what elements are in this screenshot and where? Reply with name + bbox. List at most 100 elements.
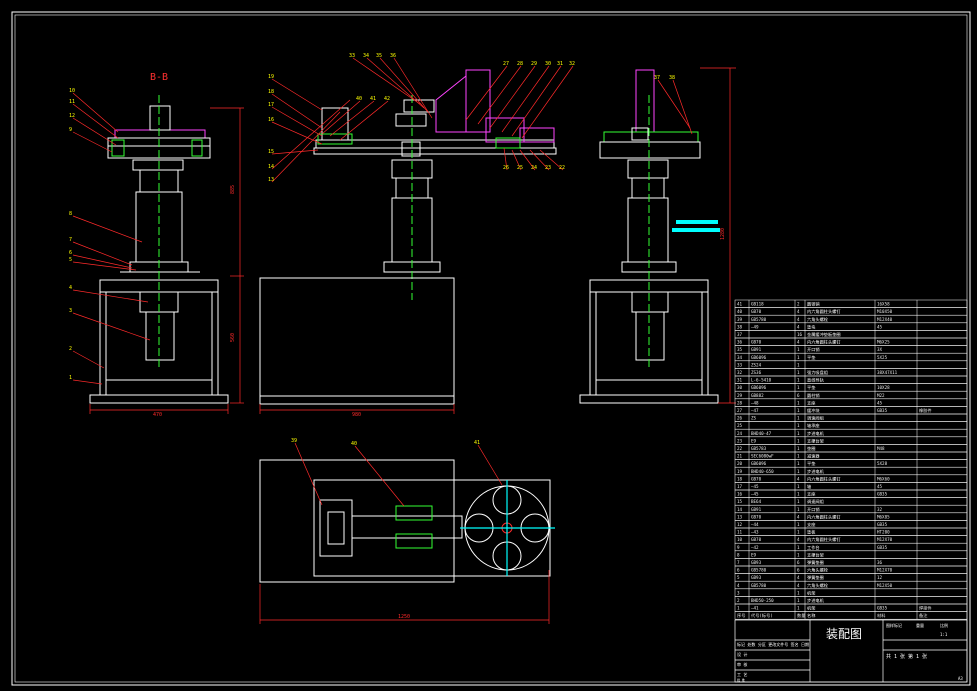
- part-balloon-label: 41: [370, 96, 376, 102]
- bom-cell: 26: [737, 416, 743, 421]
- bom-row: [734, 345, 968, 354]
- bom-cell: 内六角圆柱头螺钉: [807, 475, 841, 482]
- bom-cell: GB6096: [751, 385, 767, 390]
- balloon-leader: [72, 350, 105, 369]
- bom-cell: 内六角圆柱头螺钉: [807, 339, 841, 346]
- dim-front-width: 980: [352, 412, 361, 418]
- bom-cell: 4: [797, 309, 800, 314]
- bom-cell: ZS: [751, 416, 757, 421]
- bom-cell: 1: [797, 461, 800, 466]
- bom-cell: 41: [737, 302, 743, 307]
- section-label: B-B: [150, 72, 168, 83]
- bottom-dimensions: [259, 570, 550, 624]
- bom-cell: GB35: [877, 492, 888, 497]
- bom-cell: GB35: [877, 408, 888, 413]
- bom-cell: 37: [737, 332, 743, 337]
- bom-row: [734, 504, 968, 514]
- bom-row: [734, 542, 968, 552]
- bom-cell: GB70: [751, 340, 762, 345]
- bom-cell: 1: [797, 492, 800, 497]
- bom-cell: 10X28: [877, 385, 890, 390]
- bom-cell: 4: [797, 583, 800, 588]
- dim-bottom-width: 1250: [398, 614, 410, 620]
- bom-row: [734, 314, 968, 324]
- part-balloon-label: 28: [517, 61, 523, 67]
- bom-cell: 4: [797, 340, 800, 345]
- bom-cell: 12: [877, 575, 883, 580]
- bom-cell: ZS24: [751, 362, 762, 367]
- bom-cell: 支座: [807, 399, 815, 406]
- bom-cell: 1: [797, 507, 800, 512]
- balloon-leader: [321, 100, 361, 135]
- balloon-leader: [519, 149, 536, 171]
- bom-cell: 1: [797, 545, 800, 550]
- bom-cell: 4: [797, 317, 800, 322]
- bom-row: [734, 436, 968, 445]
- part-balloon-label: 34: [363, 53, 369, 59]
- bom-cell: 1: [797, 385, 800, 390]
- bom-cell: 1: [797, 431, 800, 436]
- balloon-leader: [354, 445, 405, 507]
- bom-cell: 18: [737, 476, 743, 481]
- part-balloon-label: 41: [474, 440, 480, 446]
- bom-row: [734, 482, 968, 491]
- balloon-leader: [501, 65, 550, 133]
- part-balloon-label: 19: [268, 74, 274, 80]
- balloon-leader: [72, 261, 137, 271]
- bom-row: [734, 352, 968, 362]
- bom-cell: 1: [797, 469, 800, 474]
- bom-cell: GB91: [751, 347, 762, 352]
- bom-cell: 平垫: [807, 460, 816, 467]
- bom-cell: BHD40-47: [751, 431, 772, 436]
- bom-cell: 36: [737, 340, 743, 345]
- bom-cell: BE64: [751, 499, 762, 504]
- bom-cell: —44: [751, 522, 759, 527]
- part-balloon-label: 32: [569, 61, 575, 67]
- bom-cell: GB35: [877, 606, 888, 611]
- part-balloon-label: 15: [268, 149, 274, 155]
- bom-row: [734, 307, 968, 316]
- bom-cell: 19: [737, 469, 743, 474]
- bom-cell: 垫板: [807, 529, 816, 536]
- bom-cell: GB35: [877, 545, 888, 550]
- bom-cell: GB35: [877, 522, 888, 527]
- bom-row: [734, 573, 968, 582]
- corner-mark: A3: [958, 676, 963, 681]
- part-balloon-label: 1: [69, 375, 72, 381]
- part-balloon-label: 6: [69, 250, 72, 256]
- bom-cell: 调速阀组: [807, 415, 824, 422]
- bom-cell: E9: [751, 438, 757, 443]
- bom-cell: 1: [797, 408, 800, 413]
- bom-row: [734, 368, 968, 377]
- bom-cell: 1: [797, 370, 800, 375]
- bom-cell: 30: [737, 385, 743, 390]
- bom-cell: 焊接件: [919, 605, 932, 612]
- bom-cell: 4: [797, 476, 800, 481]
- bom-cell: BHD50-250: [751, 598, 774, 603]
- dim-left-lower-height: 560: [230, 333, 236, 342]
- part-balloon-label: 25: [517, 165, 523, 171]
- bom-cell: 2: [797, 302, 800, 307]
- title-block-sheet-info: 共 1 张 第 1 张: [886, 653, 927, 660]
- bom-cell: 垫圈: [807, 445, 815, 452]
- bom-cell: GB70: [751, 309, 762, 314]
- part-balloon-label: 2: [69, 346, 72, 352]
- bom-row: [734, 497, 968, 506]
- part-balloon-label: 18: [268, 89, 274, 95]
- bom-row: [734, 474, 968, 483]
- bom-cell: 1: [797, 484, 800, 489]
- part-balloon-label: 42: [384, 96, 390, 102]
- bom-cell: 1: [797, 590, 800, 595]
- bom-cell: 内六角圆柱头螺钉: [807, 308, 841, 315]
- title-block-row-5: 批 准: [737, 677, 745, 682]
- bom-cell: 8: [737, 552, 740, 557]
- bom-cell: 步进电机: [807, 430, 825, 437]
- balloon-leader: [489, 65, 536, 129]
- bom-cell: 23: [737, 438, 743, 443]
- bom-cell: 6: [797, 393, 800, 398]
- bom-cell: 金属缓冲垫板垫圈: [807, 331, 841, 338]
- balloon-leader: [72, 103, 119, 139]
- bom-cell: 平垫: [807, 354, 816, 361]
- bom-cell: 直线导轨: [807, 377, 825, 384]
